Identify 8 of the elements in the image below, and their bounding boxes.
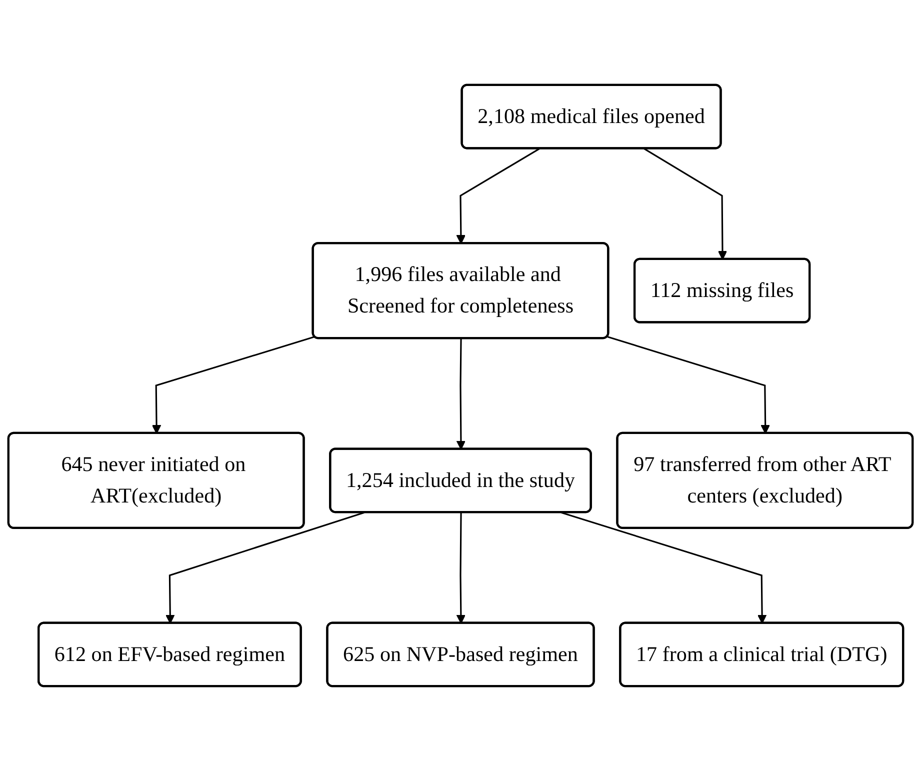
arrow <box>456 512 466 624</box>
arrow <box>456 148 540 244</box>
arrow <box>607 336 770 434</box>
arrow <box>644 148 728 260</box>
arrow <box>561 512 767 624</box>
arrow <box>166 512 364 624</box>
arrow <box>152 336 315 434</box>
arrow <box>456 338 466 450</box>
